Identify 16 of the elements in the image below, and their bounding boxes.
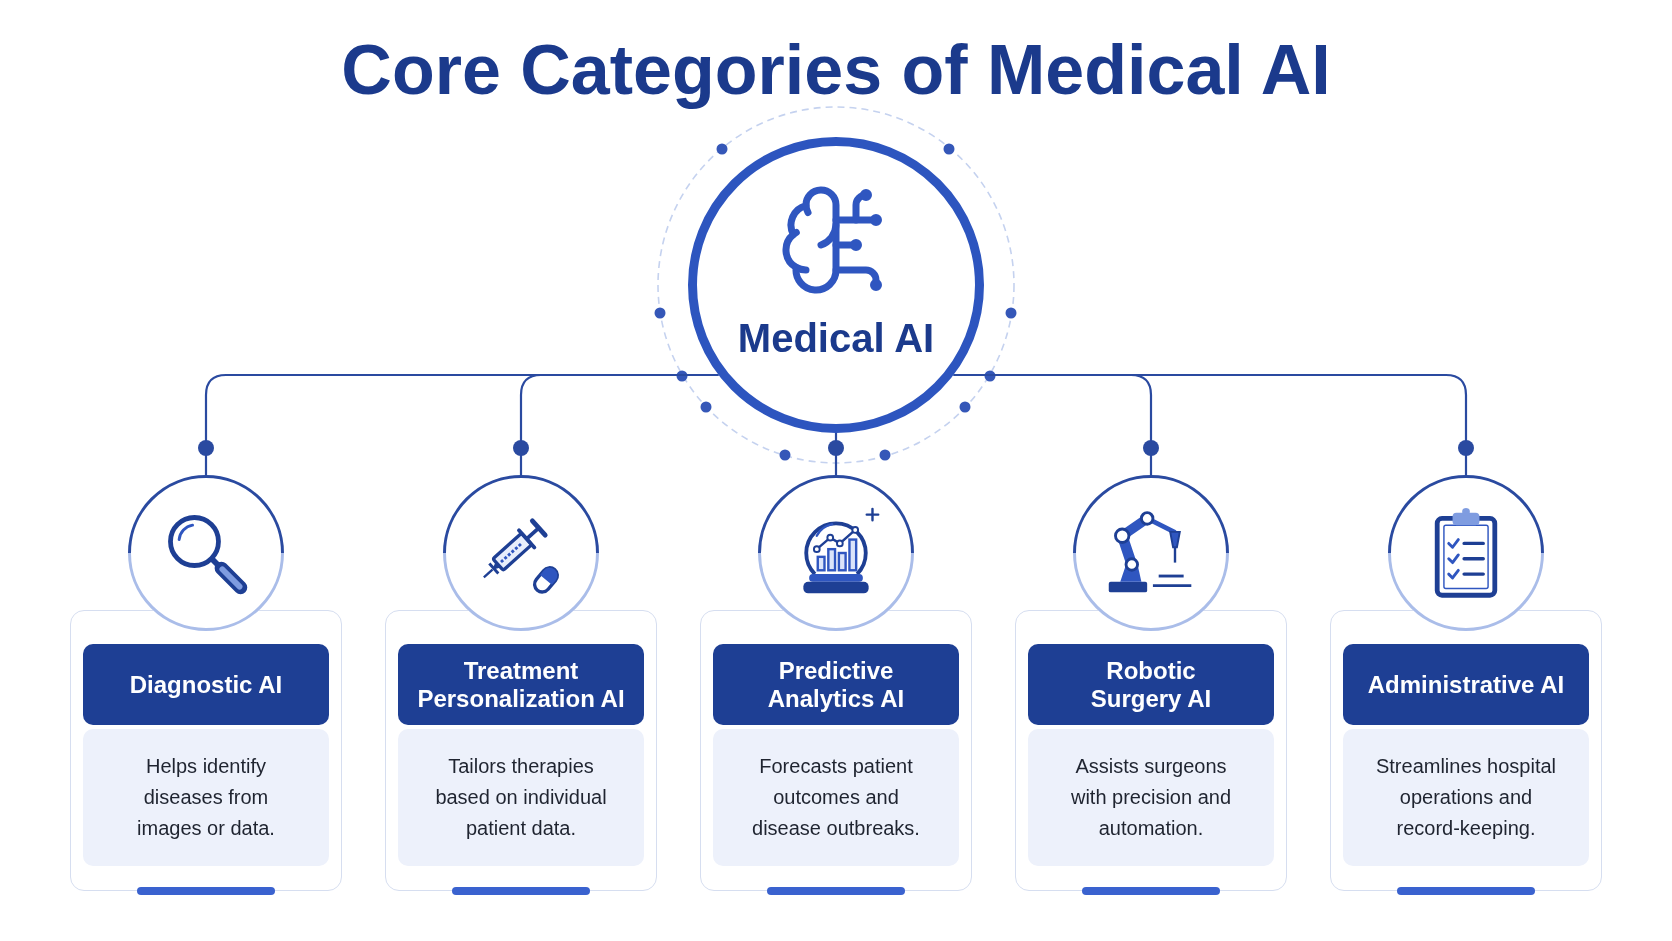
card-description: Assists surgeons with precision and automation.	[1069, 754, 1233, 841]
card-description: Forecasts patient outcomes and disease outbreaks.	[751, 754, 921, 841]
card-description: Tailors therapies based on individual patient data.	[434, 754, 608, 841]
card-heading: Diagnostic AI	[129, 670, 283, 699]
category-card	[1015, 610, 1287, 891]
connector-line	[953, 373, 1468, 475]
card-description: Streamlines hospital operations and record-keeping.	[1374, 754, 1558, 841]
card-heading: Treatment Personalization AI	[416, 656, 626, 713]
category-card	[385, 610, 657, 891]
category-card	[70, 610, 342, 891]
category-card	[1330, 610, 1602, 891]
category-card	[700, 610, 972, 891]
card-heading: Administrative AI	[1367, 670, 1565, 699]
card-description: Helps identify diseases from images or data.	[136, 754, 276, 841]
card-heading: Predictive Analytics AI	[766, 656, 906, 713]
card-heading: Robotic Surgery AI	[1089, 656, 1213, 713]
